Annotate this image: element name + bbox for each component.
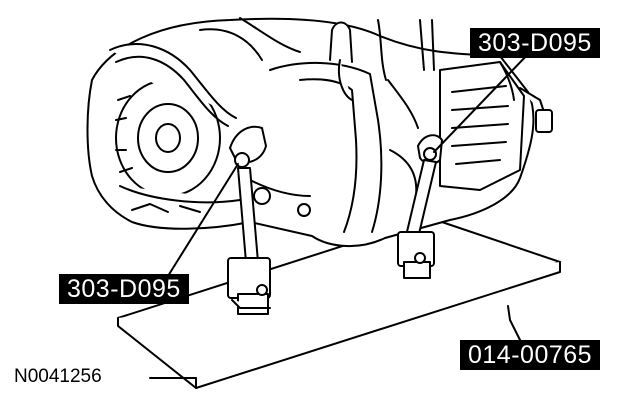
- callout-014-00765: 014-00765: [460, 340, 601, 370]
- callout-303-d095-left: 303-D095: [59, 274, 189, 304]
- right-support-stand: [397, 134, 443, 279]
- left-support-stand: [227, 125, 271, 315]
- leader-right-tool: [433, 51, 531, 153]
- leader-bench: [507, 305, 521, 341]
- callout-303-d095-right: 303-D095: [470, 28, 600, 58]
- leader-left-tool: [167, 163, 239, 277]
- figure-id: N0041256: [14, 366, 102, 387]
- bench-table: [117, 217, 561, 389]
